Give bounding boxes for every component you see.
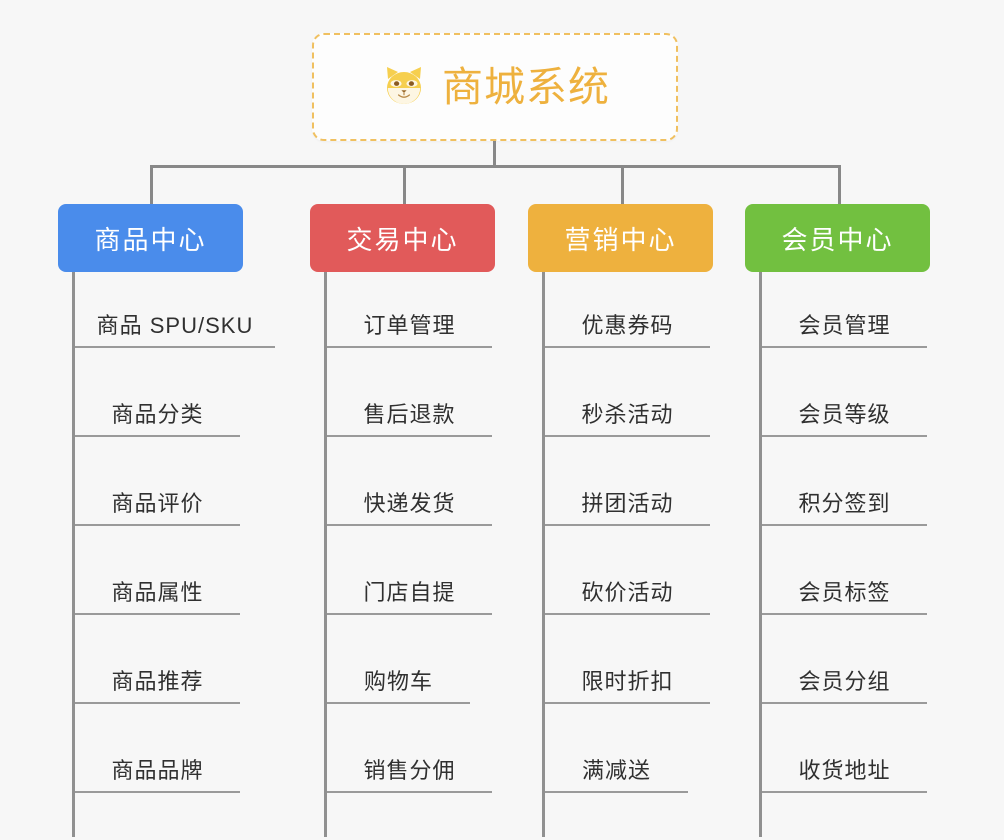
branch-spine-3 [542, 272, 545, 837]
leaf-item[interactable]: 快递发货 [327, 437, 492, 526]
leaf-item[interactable]: 商品推荐 [75, 615, 240, 704]
branch-header-label: 商品中心 [94, 224, 207, 255]
leaf-item[interactable]: 砍价活动 [545, 526, 710, 615]
leaf-label: 砍价活动 [581, 580, 674, 605]
leaf-label: 门店自提 [363, 580, 456, 605]
leaf-label: 拼团活动 [581, 491, 674, 516]
leaf-item[interactable]: 满减送 [545, 704, 688, 793]
connector-drop-3 [621, 165, 624, 206]
branch-spine-2 [324, 272, 327, 837]
leaf-label: 销售分佣 [363, 758, 456, 783]
leaf-label: 快递发货 [363, 491, 456, 516]
leaf-item[interactable]: 商品分类 [75, 348, 240, 437]
connector-drop-1 [150, 165, 153, 206]
branch-spine-1 [72, 272, 75, 837]
leaf-label: 购物车 [363, 669, 433, 694]
branch-header-label: 营销中心 [564, 224, 677, 255]
leaf-item[interactable]: 会员标签 [762, 526, 927, 615]
leaf-label: 订单管理 [363, 313, 456, 338]
branch-header-3[interactable]: 营销中心 [528, 204, 713, 272]
shiba-dog-face-icon [380, 63, 428, 111]
leaf-item[interactable]: 商品评价 [75, 437, 240, 526]
leaf-label: 商品属性 [111, 580, 204, 605]
leaf-label: 会员等级 [798, 402, 891, 427]
connector-root-stem [493, 141, 496, 168]
connector-horizontal-bus [150, 165, 840, 168]
leaf-label: 优惠券码 [581, 313, 674, 338]
connector-drop-4 [838, 165, 841, 206]
leaf-item[interactable]: 限时折扣 [545, 615, 710, 704]
leaf-label: 商品评价 [111, 491, 204, 516]
leaf-item[interactable]: 销售分佣 [327, 704, 492, 793]
leaf-label: 商品 SPU/SKU [96, 313, 254, 338]
branch-header-1[interactable]: 商品中心 [58, 204, 243, 272]
leaf-item[interactable]: 会员管理 [762, 259, 927, 348]
leaf-item[interactable]: 门店自提 [327, 526, 492, 615]
leaf-label: 限时折扣 [581, 669, 674, 694]
leaf-label: 会员分组 [798, 669, 891, 694]
leaf-label: 商品品牌 [111, 758, 204, 783]
leaf-item[interactable]: 会员等级 [762, 348, 927, 437]
leaf-label: 积分签到 [798, 491, 891, 516]
leaf-item[interactable]: 购物车 [327, 615, 470, 704]
leaf-item[interactable]: 商品品牌 [75, 704, 240, 793]
leaf-item[interactable]: 商品属性 [75, 526, 240, 615]
leaf-item[interactable]: 积分签到 [762, 437, 927, 526]
leaf-label: 售后退款 [363, 402, 456, 427]
connector-drop-2 [403, 165, 406, 206]
leaf-label: 满减送 [581, 758, 651, 783]
leaf-item[interactable]: 会员分组 [762, 615, 927, 704]
leaf-item[interactable]: 订单管理 [327, 259, 492, 348]
leaf-item[interactable]: 优惠券码 [545, 259, 710, 348]
leaf-label: 秒杀活动 [581, 402, 674, 427]
leaf-label: 商品推荐 [111, 669, 204, 694]
leaf-label: 收货地址 [798, 758, 891, 783]
leaf-item[interactable]: 商品 SPU/SKU [75, 259, 275, 348]
branch-header-4[interactable]: 会员中心 [745, 204, 930, 272]
root-node[interactable]: 商城系统 [312, 33, 678, 141]
branch-spine-4 [759, 272, 762, 837]
leaf-label: 会员标签 [798, 580, 891, 605]
leaf-item[interactable]: 收货地址 [762, 704, 927, 793]
branch-header-2[interactable]: 交易中心 [310, 204, 495, 272]
root-title: 商城系统 [442, 63, 610, 110]
leaf-label: 商品分类 [111, 402, 204, 427]
leaf-item[interactable]: 拼团活动 [545, 437, 710, 526]
branch-header-label: 交易中心 [346, 224, 459, 255]
leaf-item[interactable]: 秒杀活动 [545, 348, 710, 437]
leaf-label: 会员管理 [798, 313, 891, 338]
leaf-item[interactable]: 售后退款 [327, 348, 492, 437]
branch-header-label: 会员中心 [781, 224, 894, 255]
